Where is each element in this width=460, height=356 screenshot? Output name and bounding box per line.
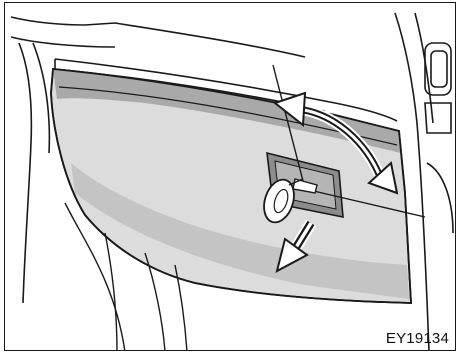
glove-box-icon — [51, 69, 411, 303]
figure-frame: EY19134 — [4, 2, 456, 351]
figure-code: EY19134 — [386, 330, 449, 347]
glove-box-illustration — [5, 3, 456, 351]
